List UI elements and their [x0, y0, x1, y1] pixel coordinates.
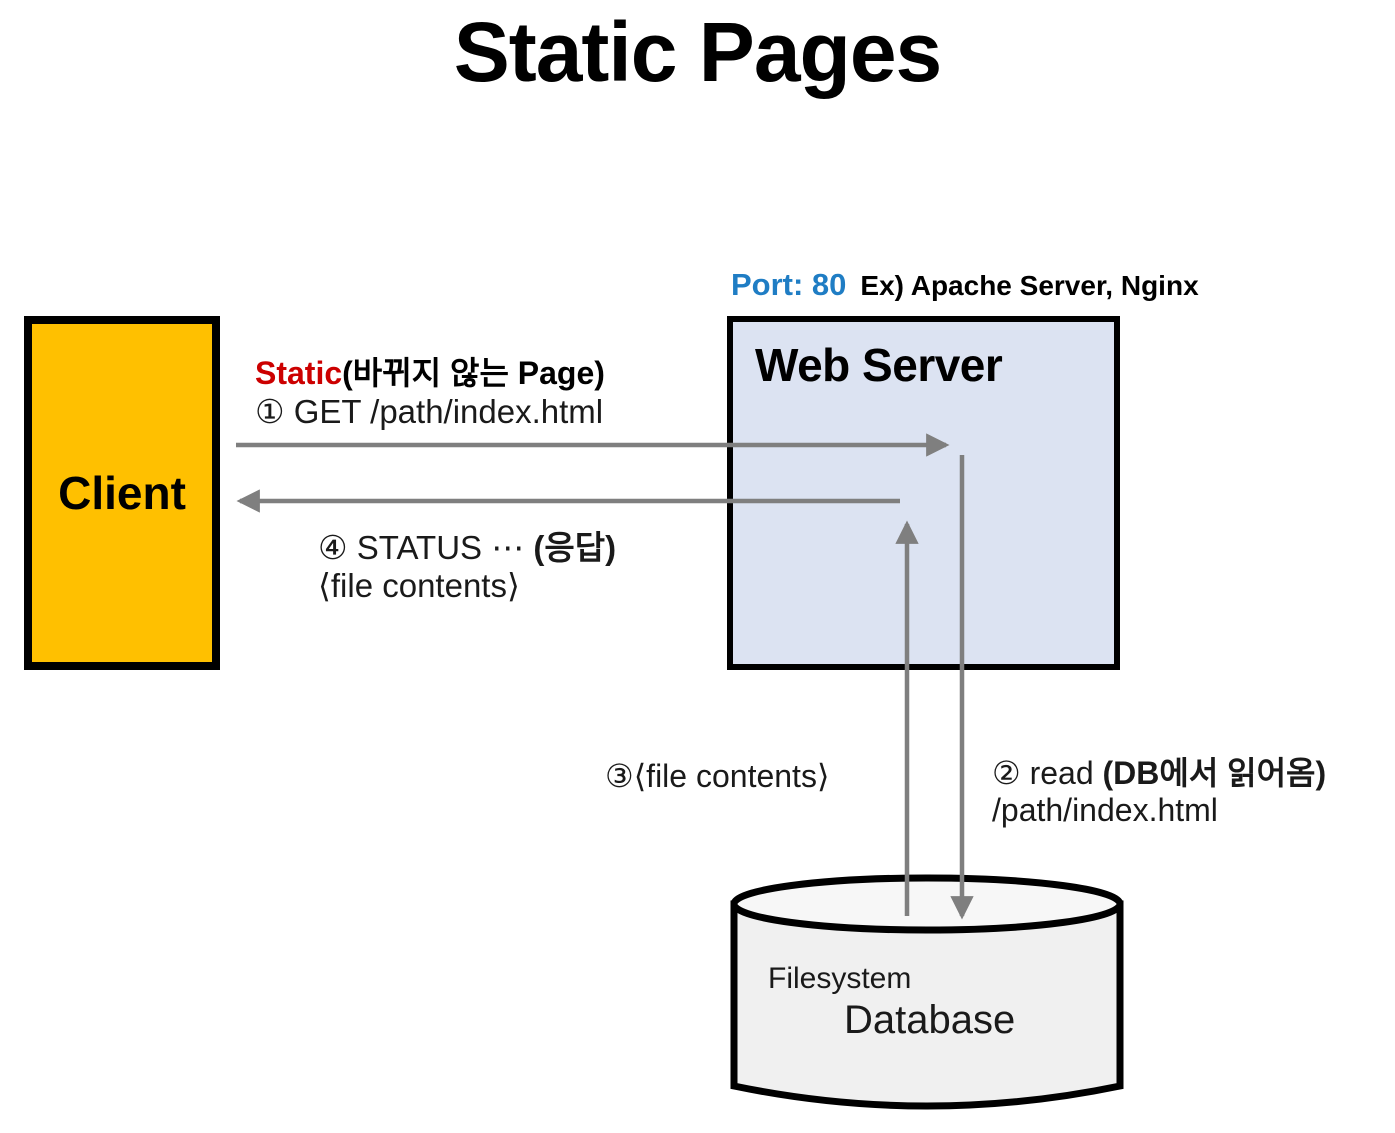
- step4-response-payload: ⟨file contents⟩: [318, 567, 520, 604]
- step2-read-path: /path/index.html: [992, 792, 1218, 828]
- step2-read-main: ② read: [992, 755, 1103, 791]
- page-title: Static Pages: [453, 5, 943, 99]
- step4-response-label: ④ STATUS ⋯ (응답): [318, 521, 616, 569]
- client-node-label: Client: [58, 467, 186, 519]
- database-top-ellipse: [730, 874, 1124, 934]
- database-node[interactable]: [730, 874, 1124, 1126]
- step2-read-bold: (DB에서 읽어옴): [1102, 755, 1327, 791]
- server-meta-labels: Port: 80 Ex) Apache Server, Nginx: [731, 267, 1199, 303]
- example-servers-label: Ex) Apache Server, Nginx: [860, 270, 1199, 301]
- static-note: (바뀌지 않는 Page): [342, 355, 605, 391]
- static-keyword: Static: [255, 355, 343, 391]
- step4-response-main: ④ STATUS ⋯: [318, 529, 534, 566]
- web-server-node[interactable]: [727, 316, 1120, 670]
- step3-file-contents-label: ③⟨file contents⟩: [605, 758, 830, 794]
- port-label: Port: 80: [731, 267, 847, 302]
- web-server-node-label: Web Server: [755, 339, 1003, 391]
- static-annotation: Static(바뀌지 않는 Page): [255, 348, 605, 394]
- step2-read-label: ② read (DB에서 읽어옴): [992, 748, 1326, 794]
- step1-request-label: ① GET /path/index.html: [255, 393, 604, 430]
- database-body: [730, 900, 1124, 1110]
- step4-response-bold: (응답): [533, 529, 617, 566]
- client-node[interactable]: Client: [24, 316, 220, 670]
